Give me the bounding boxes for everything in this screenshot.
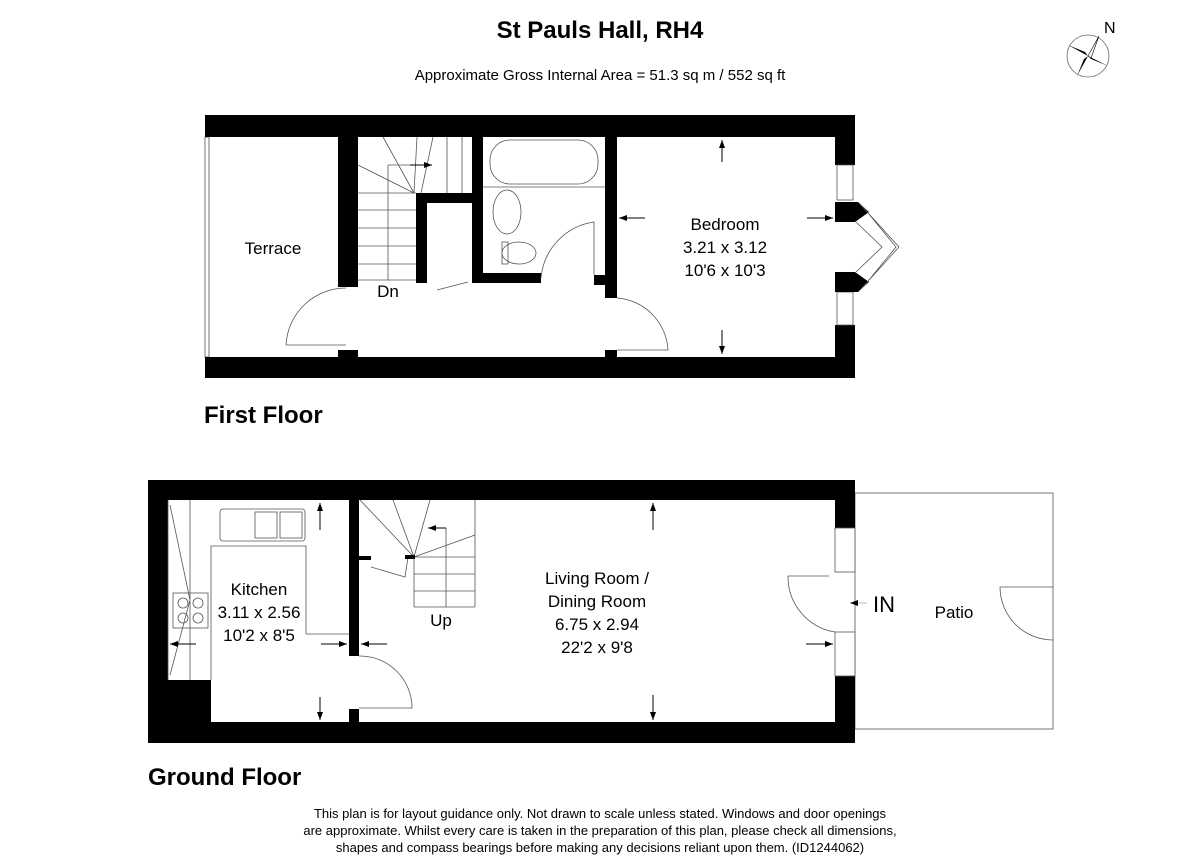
bedroom-name: Bedroom <box>691 215 760 234</box>
kitchen-name: Kitchen <box>231 580 288 599</box>
plan-title: St Pauls Hall, RH4 <box>497 17 704 44</box>
stairs-down-label: Dn <box>377 282 399 301</box>
terrace-label: Terrace <box>245 239 302 258</box>
bedroom-metric: 3.21 x 3.12 <box>683 238 767 257</box>
patio-label: Patio <box>935 603 974 622</box>
living-metric: 6.75 x 2.94 <box>555 615 639 634</box>
disclaimer-line-3: shapes and compass bearings before makin… <box>336 840 864 855</box>
dining-room-name: Dining Room <box>548 592 646 611</box>
north-compass-icon: N <box>1066 20 1116 78</box>
disclaimer-line-2: are approximate. Whilst every care is ta… <box>303 823 896 838</box>
kitchen-metric: 3.11 x 2.56 <box>218 603 301 622</box>
living-imperial: 22'2 x 9'8 <box>561 638 633 657</box>
ground-floor-label: Ground Floor <box>148 764 301 791</box>
stairs-up-label: Up <box>430 611 452 630</box>
first-floor-plan: Terrace Dn Bedroom 3.21 x 3.12 10'6 x 10… <box>204 115 900 378</box>
compass-north-label: N <box>1104 20 1116 37</box>
gross-area: Approximate Gross Internal Area = 51.3 s… <box>415 67 786 84</box>
bedroom-imperial: 10'6 x 10'3 <box>684 261 765 280</box>
ground-floor-plan: Kitchen 3.11 x 2.56 10'2 x 8'5 Up Living… <box>148 480 1054 743</box>
living-room-name: Living Room / <box>545 569 649 588</box>
kitchen-imperial: 10'2 x 8'5 <box>223 626 295 645</box>
disclaimer-line-1: This plan is for layout guidance only. N… <box>314 806 887 821</box>
entrance-label: IN <box>873 592 895 617</box>
first-floor-label: First Floor <box>204 402 323 429</box>
